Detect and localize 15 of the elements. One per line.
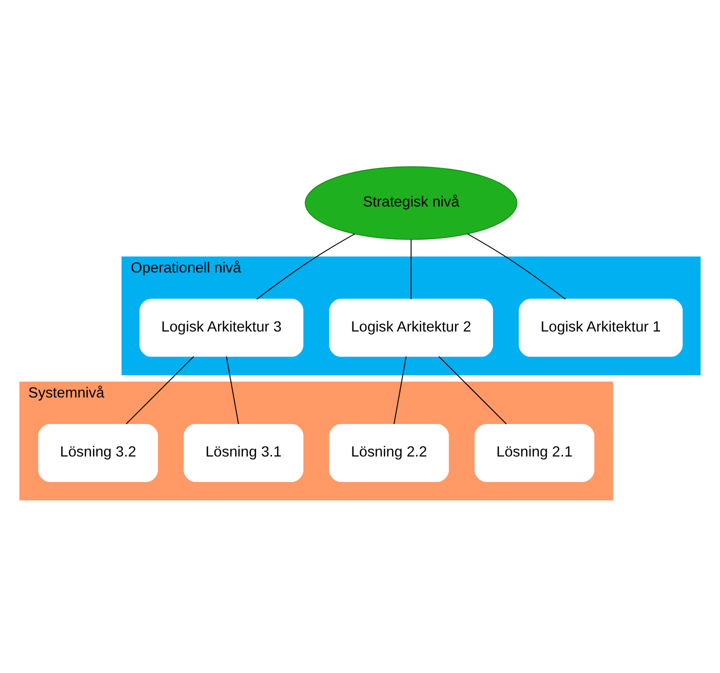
node-ellipse: Strategisk nivå	[304, 166, 518, 240]
node-box: Logisk Arkitektur 2	[329, 298, 494, 356]
node-box: Lösning 3.2	[38, 424, 158, 482]
node-box: Logisk Arkitektur 3	[140, 298, 304, 356]
connector	[394, 355, 407, 424]
connector	[410, 238, 412, 300]
connector	[256, 232, 356, 300]
node-box: Lösning 3.1	[184, 424, 304, 482]
node-box: Logisk Arkitektur 1	[518, 298, 683, 356]
connector	[438, 355, 507, 424]
connector	[126, 355, 194, 424]
connector	[466, 232, 566, 300]
connector	[226, 355, 239, 424]
node-box: Lösning 2.2	[329, 424, 449, 482]
node-box: Lösning 2.1	[474, 424, 594, 482]
